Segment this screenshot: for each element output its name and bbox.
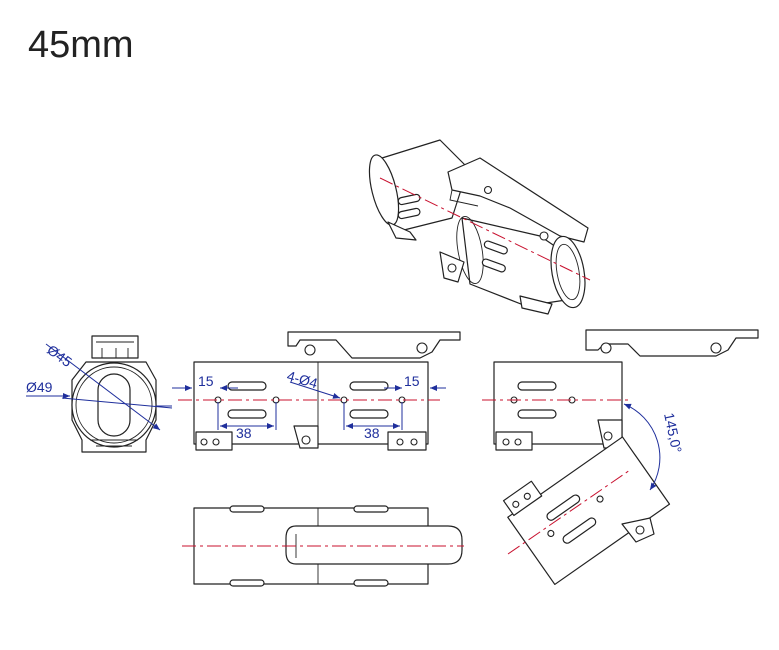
front-view: 15 38 4-Ø4 38 15 (172, 331, 461, 451)
isometric-view (368, 139, 591, 315)
right-edge-offset: 15 (404, 373, 420, 389)
end-view: Ø45 Ø49 (26, 335, 173, 453)
left-edge-offset: 15 (198, 373, 214, 389)
fold-angle-label: 145,0° (661, 411, 685, 454)
outer-diameter-label: Ø49 (26, 379, 53, 395)
page-title: 45mm (28, 24, 134, 66)
folded-side-view: 145,0° (482, 329, 759, 586)
right-hole-spacing: 38 (364, 425, 380, 441)
top-view (182, 505, 464, 587)
left-hole-spacing: 38 (236, 425, 252, 441)
